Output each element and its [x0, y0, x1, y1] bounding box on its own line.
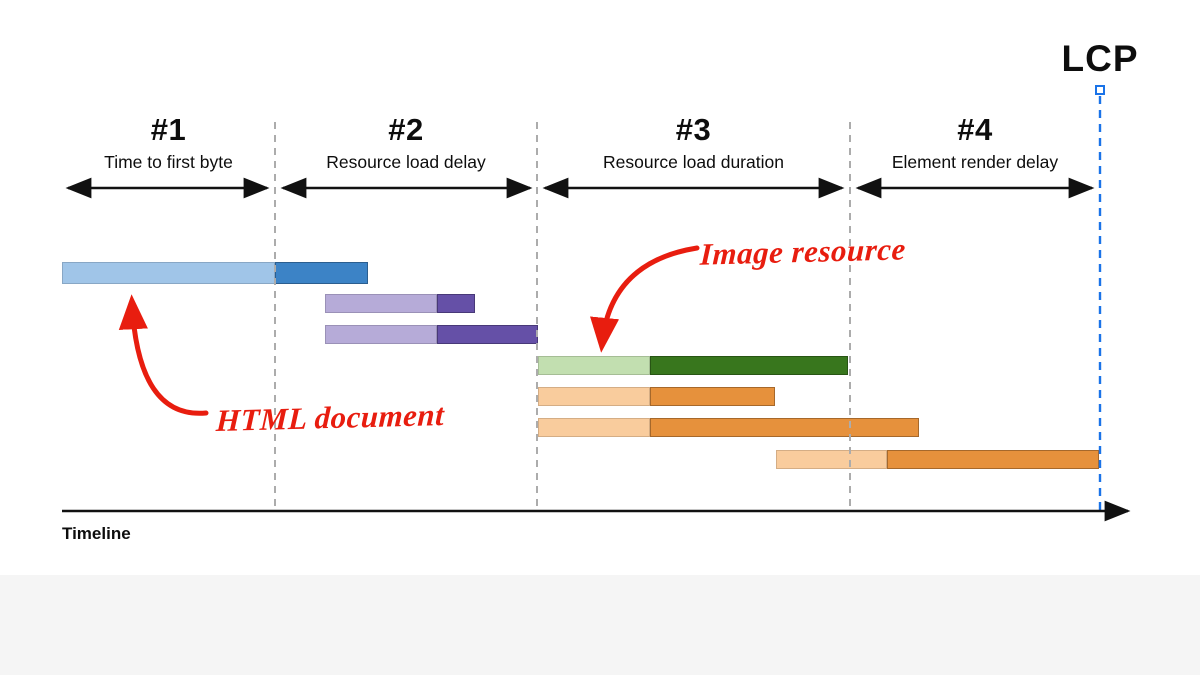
bar-script-1-dark-segment — [650, 387, 775, 406]
phase-1-number: #1 — [150, 112, 187, 147]
bar-stylesheet-1-light-segment — [325, 294, 437, 313]
bar-stylesheet-2-light-segment — [325, 325, 437, 344]
phase-2-header: #2 Resource load delay — [275, 112, 537, 173]
phase-2-label: Resource load delay — [326, 152, 486, 172]
lcp-label: LCP — [1061, 38, 1139, 79]
phase-4-label: Element render delay — [891, 152, 1059, 172]
bar-stylesheet-1-dark-segment — [437, 294, 475, 313]
phase-4-number: #4 — [957, 112, 993, 147]
phase-1-label: Time to first byte — [104, 152, 233, 172]
bar-document-light-segment — [62, 262, 275, 284]
phase-2-number: #2 — [388, 112, 424, 147]
bar-document-dark-segment — [275, 262, 368, 284]
bar-image-light-segment — [538, 356, 650, 375]
bar-script-1-light-segment — [538, 387, 650, 406]
phase-1-header: #1 Time to first byte — [62, 112, 275, 173]
bar-script-3-light-segment — [776, 450, 887, 469]
bar-script-3-dark-segment — [887, 450, 1099, 469]
phase-4-header: #4 Element render delay — [850, 112, 1100, 173]
image-resource-annotation: Image resource — [699, 231, 907, 272]
legend-strip: Document Stylesheet Script Image — [0, 575, 1200, 675]
timeline-axis-label: Timeline — [62, 524, 131, 543]
html-document-annotation: HTML document — [215, 396, 446, 439]
phase-3-label: Resource load duration — [603, 152, 784, 172]
phase-3-number: #3 — [675, 112, 712, 147]
phase-3-header: #3 Resource load duration — [537, 112, 850, 173]
bar-script-2-light-segment — [538, 418, 650, 437]
bar-image-dark-segment — [650, 356, 848, 375]
bar-script-2-dark-segment — [650, 418, 919, 437]
bar-stylesheet-2-dark-segment — [437, 325, 538, 344]
